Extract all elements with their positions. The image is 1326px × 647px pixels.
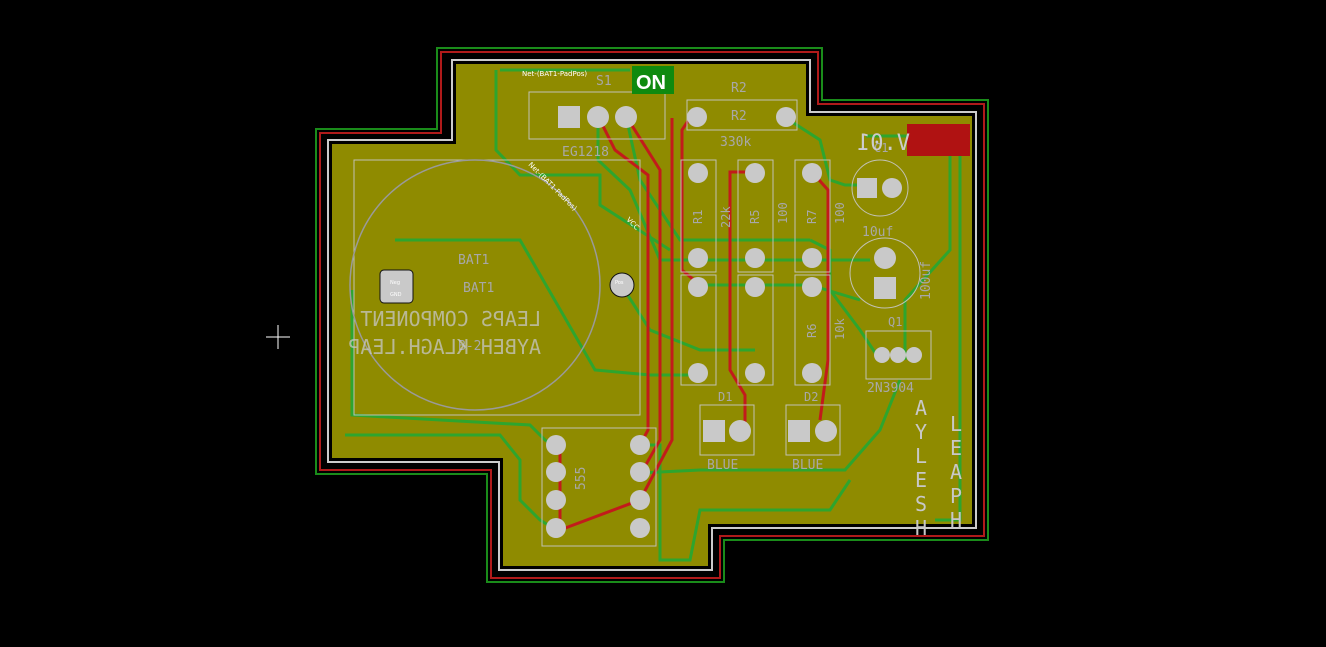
battery-gnd-pad-label: GND	[390, 292, 402, 298]
board-outline	[315, 47, 989, 583]
r2-value: 330k	[720, 135, 751, 150]
c1-value: 10uf	[862, 225, 893, 240]
d2-ref: D2	[804, 390, 818, 404]
vertical-label-col2: LEAPH	[944, 412, 968, 532]
r2-ref-mid: R2	[731, 109, 747, 124]
back-copper-traces	[345, 68, 962, 562]
r6-value: 10k	[833, 318, 847, 340]
d1-ref: D1	[718, 390, 732, 404]
version-label-bg	[907, 124, 970, 156]
net-bat-top: Net-(BAT1-PadPos)	[522, 70, 587, 78]
battery-neg-pad-label: Neg	[390, 280, 400, 286]
silkscreen-outlines	[349, 91, 932, 547]
q1-value: 2N3904	[867, 381, 914, 396]
on-label-bg	[632, 66, 674, 94]
switch-on-label: ON	[636, 72, 666, 94]
copper-pour	[332, 64, 972, 566]
r6-ref: R6	[805, 324, 819, 338]
switch-value: EG1218	[562, 145, 609, 160]
r5-value: 100	[776, 202, 790, 224]
mirrored-company-line2: AYBEH KLAGH.LEAP	[348, 335, 541, 359]
d2-value: BLUE	[792, 458, 823, 473]
r1-ref: R1	[691, 210, 705, 224]
mirrored-company-line1: LEAPS COMPONENT	[360, 307, 541, 331]
board-version: V.01	[857, 131, 910, 156]
q1-ref: Q1	[888, 315, 902, 329]
battery-ref-mid: BAT1	[463, 281, 494, 296]
r7-ref: R7	[805, 210, 819, 224]
c1-ref: C1	[874, 141, 888, 155]
r5-ref: R5	[748, 210, 762, 224]
vertical-label-col1: AYLESH	[909, 396, 933, 540]
r7-value: 100	[833, 202, 847, 224]
battery-pos-pad-label: Pos	[615, 280, 624, 286]
r1-value: 22k	[719, 206, 733, 228]
switch-ref: S1	[596, 74, 612, 89]
crosshair-cursor-icon	[266, 325, 290, 349]
u1-value: 555	[574, 467, 589, 490]
battery-value: B-2	[458, 339, 481, 354]
r2-ref-top: R2	[731, 81, 747, 96]
battery-ref-top: BAT1	[458, 253, 489, 268]
pads[interactable]	[379, 106, 922, 538]
d1-value: BLUE	[707, 458, 738, 473]
c2-value: 100uf	[919, 261, 934, 300]
